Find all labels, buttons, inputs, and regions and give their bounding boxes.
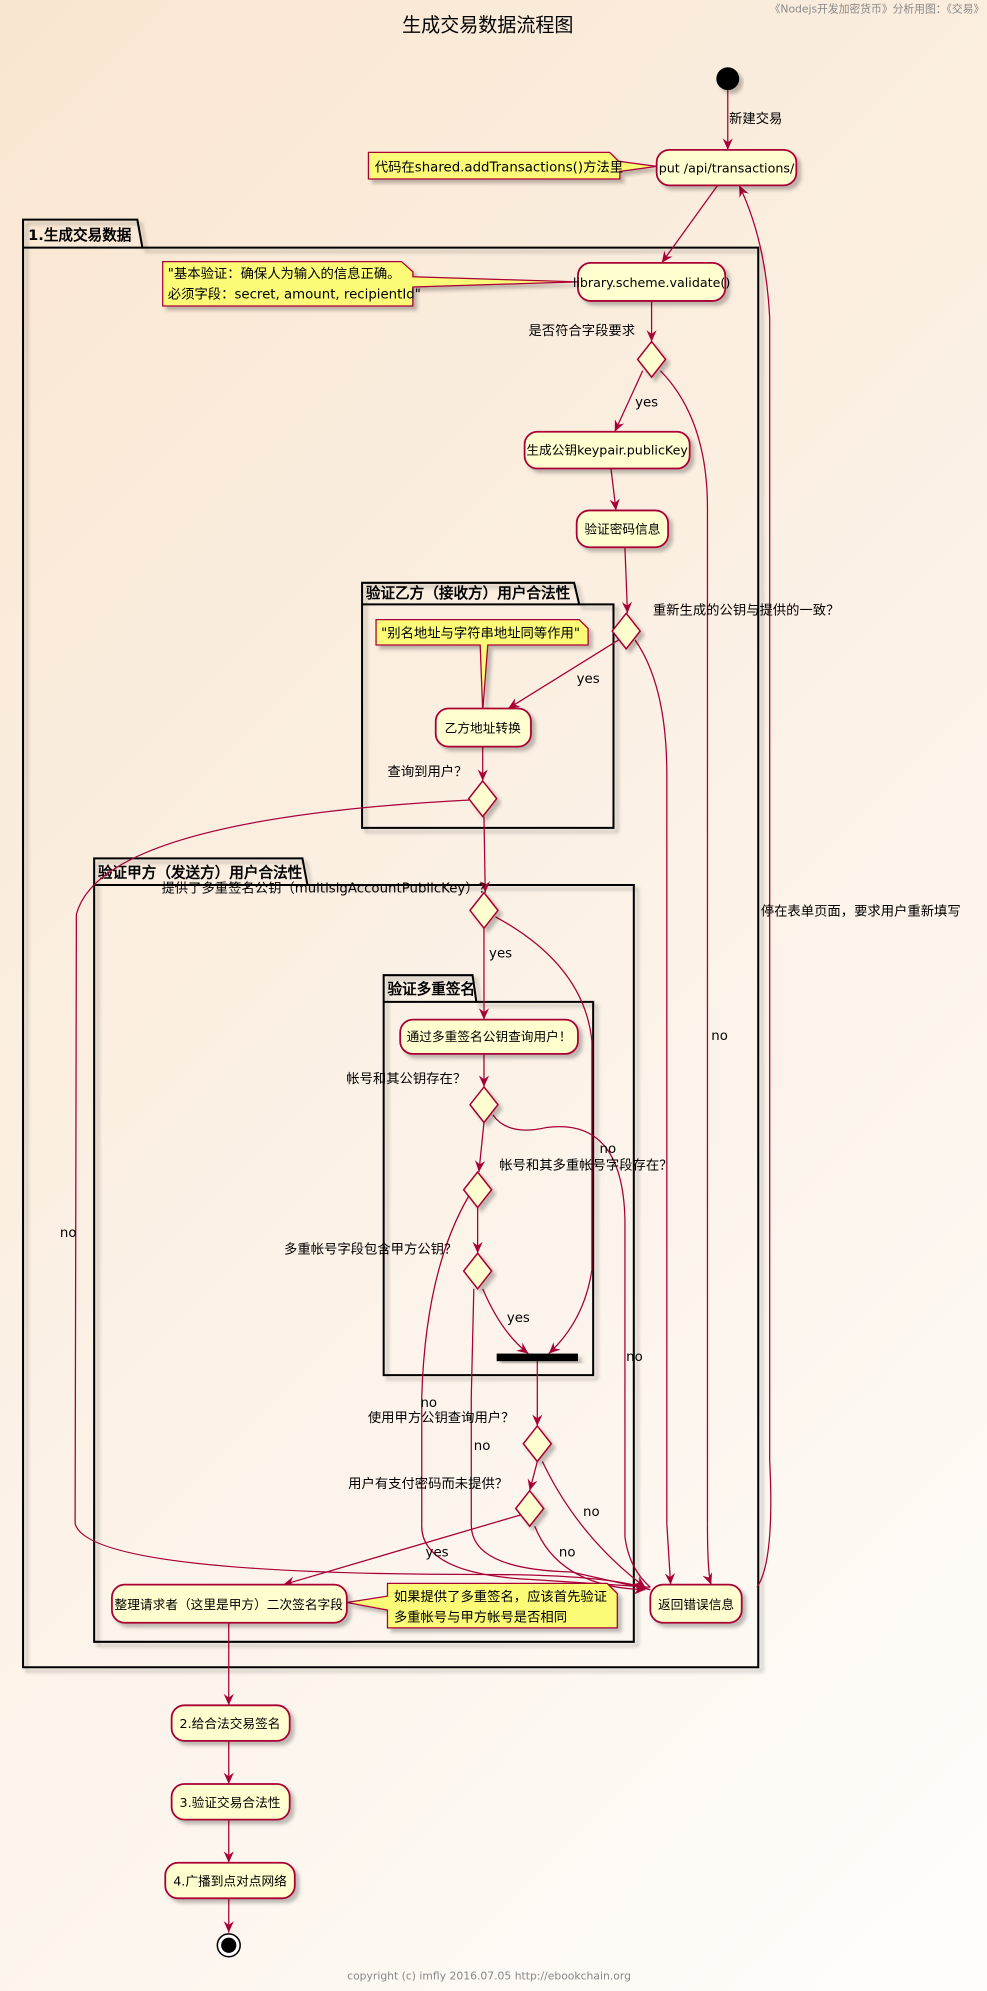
edge-label-no: no bbox=[583, 1505, 600, 1520]
edge-label-yes: yes bbox=[577, 672, 600, 687]
edge-label-no: no bbox=[60, 1226, 77, 1241]
edge-label-no: no bbox=[420, 1396, 437, 1411]
activity-broadcast[interactable]: 4.广播到点对点网络 bbox=[164, 1861, 296, 1900]
edge-label-no: no bbox=[559, 1546, 576, 1561]
svg-text:"基本验证：确保人为输入的信息正确。: "基本验证：确保人为输入的信息正确。 bbox=[168, 265, 401, 282]
svg-text:"别名地址与字符串地址同等作用": "别名地址与字符串地址同等作用" bbox=[381, 624, 580, 641]
svg-text:乙方地址转换: 乙方地址转换 bbox=[445, 721, 521, 736]
decision-user-found: 查询到用户？ bbox=[388, 763, 498, 818]
activity-put[interactable]: put /api/transactions/ bbox=[655, 148, 798, 187]
decision-query-by-payer-key: 使用甲方公钥查询用户？ bbox=[368, 1409, 553, 1463]
package-title: 1.生成交易数据 bbox=[28, 226, 132, 244]
activity-validate[interactable]: library.scheme.validate() bbox=[573, 261, 731, 302]
svg-text:是否符合字段要求: 是否符合字段要求 bbox=[528, 323, 635, 339]
svg-text:使用甲方公钥查询用户？: 使用甲方公钥查询用户？ bbox=[368, 1409, 515, 1426]
decision-account-multisig-exists: 帐号和其多重帐号字段存在？ bbox=[462, 1156, 672, 1209]
svg-text:用户有支付密码而未提供？: 用户有支付密码而未提供？ bbox=[348, 1475, 508, 1492]
svg-text:代码在shared.addTransactions()方法里: 代码在shared.addTransactions()方法里 bbox=[375, 159, 623, 175]
activity-multisig-query[interactable]: 通过多重签名公钥查询用户！ bbox=[399, 1018, 579, 1055]
activity-sign[interactable]: 2.给合法交易签名 bbox=[170, 1704, 291, 1742]
decision-pubkey-match: 重新生成的公钥与提供的一致？ bbox=[611, 603, 840, 651]
svg-text:4.广播到点对点网络: 4.广播到点对点网络 bbox=[173, 1874, 287, 1889]
footer-copyright: copyright (c) imfly 2016.07.05 http://eb… bbox=[347, 1970, 631, 1983]
activity-keypair[interactable]: 生成公钥keypair.publicKey bbox=[523, 430, 691, 470]
svg-text:帐号和其公钥存在？: 帐号和其公钥存在？ bbox=[346, 1071, 466, 1087]
svg-text:3.验证交易合法性: 3.验证交易合法性 bbox=[180, 1795, 281, 1810]
edge-label-yes: yes bbox=[507, 1311, 530, 1326]
join-bar bbox=[496, 1353, 578, 1362]
edge-label-yes: yes bbox=[489, 946, 512, 961]
svg-text:整理请求者（这里是甲方）二次签名字段: 整理请求者（这里是甲方）二次签名字段 bbox=[115, 1597, 344, 1612]
svg-text:帐号和其多重帐号字段存在？: 帐号和其多重帐号字段存在？ bbox=[499, 1156, 672, 1173]
package-main: 1.生成交易数据 bbox=[22, 218, 760, 1669]
end-node bbox=[216, 1933, 241, 1958]
diagram-title: 生成交易数据流程图 bbox=[402, 15, 573, 37]
svg-text:多重帐号字段包含甲方公钥？: 多重帐号字段包含甲方公钥？ bbox=[284, 1240, 457, 1257]
activity-error[interactable]: 返回错误信息 bbox=[649, 1583, 743, 1624]
package-payee: 验证乙方（接收方）用户合法性 bbox=[361, 581, 615, 829]
package-title: 验证多重签名 bbox=[387, 980, 475, 998]
svg-text:验证密码信息: 验证密码信息 bbox=[584, 521, 660, 536]
activity-arrange[interactable]: 整理请求者（这里是甲方）二次签名字段 bbox=[111, 1583, 348, 1624]
edges bbox=[74, 90, 772, 1933]
edge-label-new-tx: 新建交易 bbox=[729, 110, 782, 127]
decision-password-missing: 用户有支付密码而未提供？ bbox=[348, 1475, 545, 1528]
svg-text:必须字段：secret, amount, recipient: 必须字段：secret, amount, recipientId" bbox=[168, 286, 421, 302]
svg-text:返回错误信息: 返回错误信息 bbox=[658, 1597, 734, 1612]
decision-account-key-exists: 帐号和其公钥存在？ bbox=[346, 1071, 499, 1124]
package-title: 验证甲方（发送方）用户合法性 bbox=[98, 863, 303, 881]
edge-label-yes: yes bbox=[635, 395, 658, 410]
package-multisig: 验证多重签名 bbox=[382, 974, 595, 1377]
edge-label-no: no bbox=[626, 1350, 643, 1365]
note-multisig: 如果提供了多重签名，应该首先验证 多重帐号与甲方帐号是否相同 bbox=[346, 1582, 618, 1629]
svg-text:查询到用户？: 查询到用户？ bbox=[388, 763, 468, 780]
edge-label-no: no bbox=[474, 1439, 491, 1454]
start-node bbox=[716, 67, 740, 91]
note-alias: "别名地址与字符串地址同等作用" bbox=[375, 619, 589, 712]
note-validate: "基本验证：确保人为输入的信息正确。 必须字段：secret, amount, … bbox=[162, 260, 578, 307]
svg-text:library.scheme.validate(): library.scheme.validate() bbox=[573, 275, 731, 290]
edge-label-no: no bbox=[711, 1029, 728, 1044]
svg-text:通过多重签名公钥查询用户！: 通过多重签名公钥查询用户！ bbox=[407, 1029, 572, 1044]
svg-text:生成公钥keypair.publicKey: 生成公钥keypair.publicKey bbox=[526, 443, 688, 458]
activity-verify[interactable]: 3.验证交易合法性 bbox=[170, 1783, 291, 1821]
decision-fields: 是否符合字段要求 bbox=[528, 323, 667, 379]
edge-label-back-to-form: 停在表单页面，要求用户重新填写 bbox=[761, 903, 961, 920]
svg-text:put /api/transactions/: put /api/transactions/ bbox=[659, 161, 795, 176]
svg-text:重新生成的公钥与提供的一致？: 重新生成的公钥与提供的一致？ bbox=[653, 603, 840, 619]
note-put: 代码在shared.addTransactions()方法里 bbox=[367, 151, 657, 180]
edge-label-no: no bbox=[600, 1142, 617, 1157]
svg-text:提供了多重签名公钥（multisigAccountPubli: 提供了多重签名公钥（multisigAccountPublicKey）？ bbox=[161, 880, 492, 897]
svg-text:如果提供了多重签名，应该首先验证: 如果提供了多重签名，应该首先验证 bbox=[394, 1588, 607, 1605]
svg-text:多重帐号与甲方帐号是否相同: 多重帐号与甲方帐号是否相同 bbox=[394, 1608, 567, 1625]
decision-contains-payer-key: 多重帐号字段包含甲方公钥？ bbox=[284, 1240, 493, 1291]
activity-password[interactable]: 验证密码信息 bbox=[575, 509, 669, 549]
header-caption: 《Nodejs开发加密货币》分析用图：《交易》 bbox=[770, 3, 985, 16]
decision-multisig-provided: 提供了多重签名公钥（multisigAccountPublicKey）？ bbox=[161, 880, 499, 930]
package-payer: 验证甲方（发送方）用户合法性 bbox=[93, 857, 635, 1643]
edge-label-yes: yes bbox=[426, 1546, 449, 1561]
svg-text:2.给合法交易签名: 2.给合法交易签名 bbox=[180, 1716, 281, 1731]
activity-payee-convert[interactable]: 乙方地址转换 bbox=[434, 707, 532, 748]
package-title: 验证乙方（接收方）用户合法性 bbox=[366, 584, 571, 602]
